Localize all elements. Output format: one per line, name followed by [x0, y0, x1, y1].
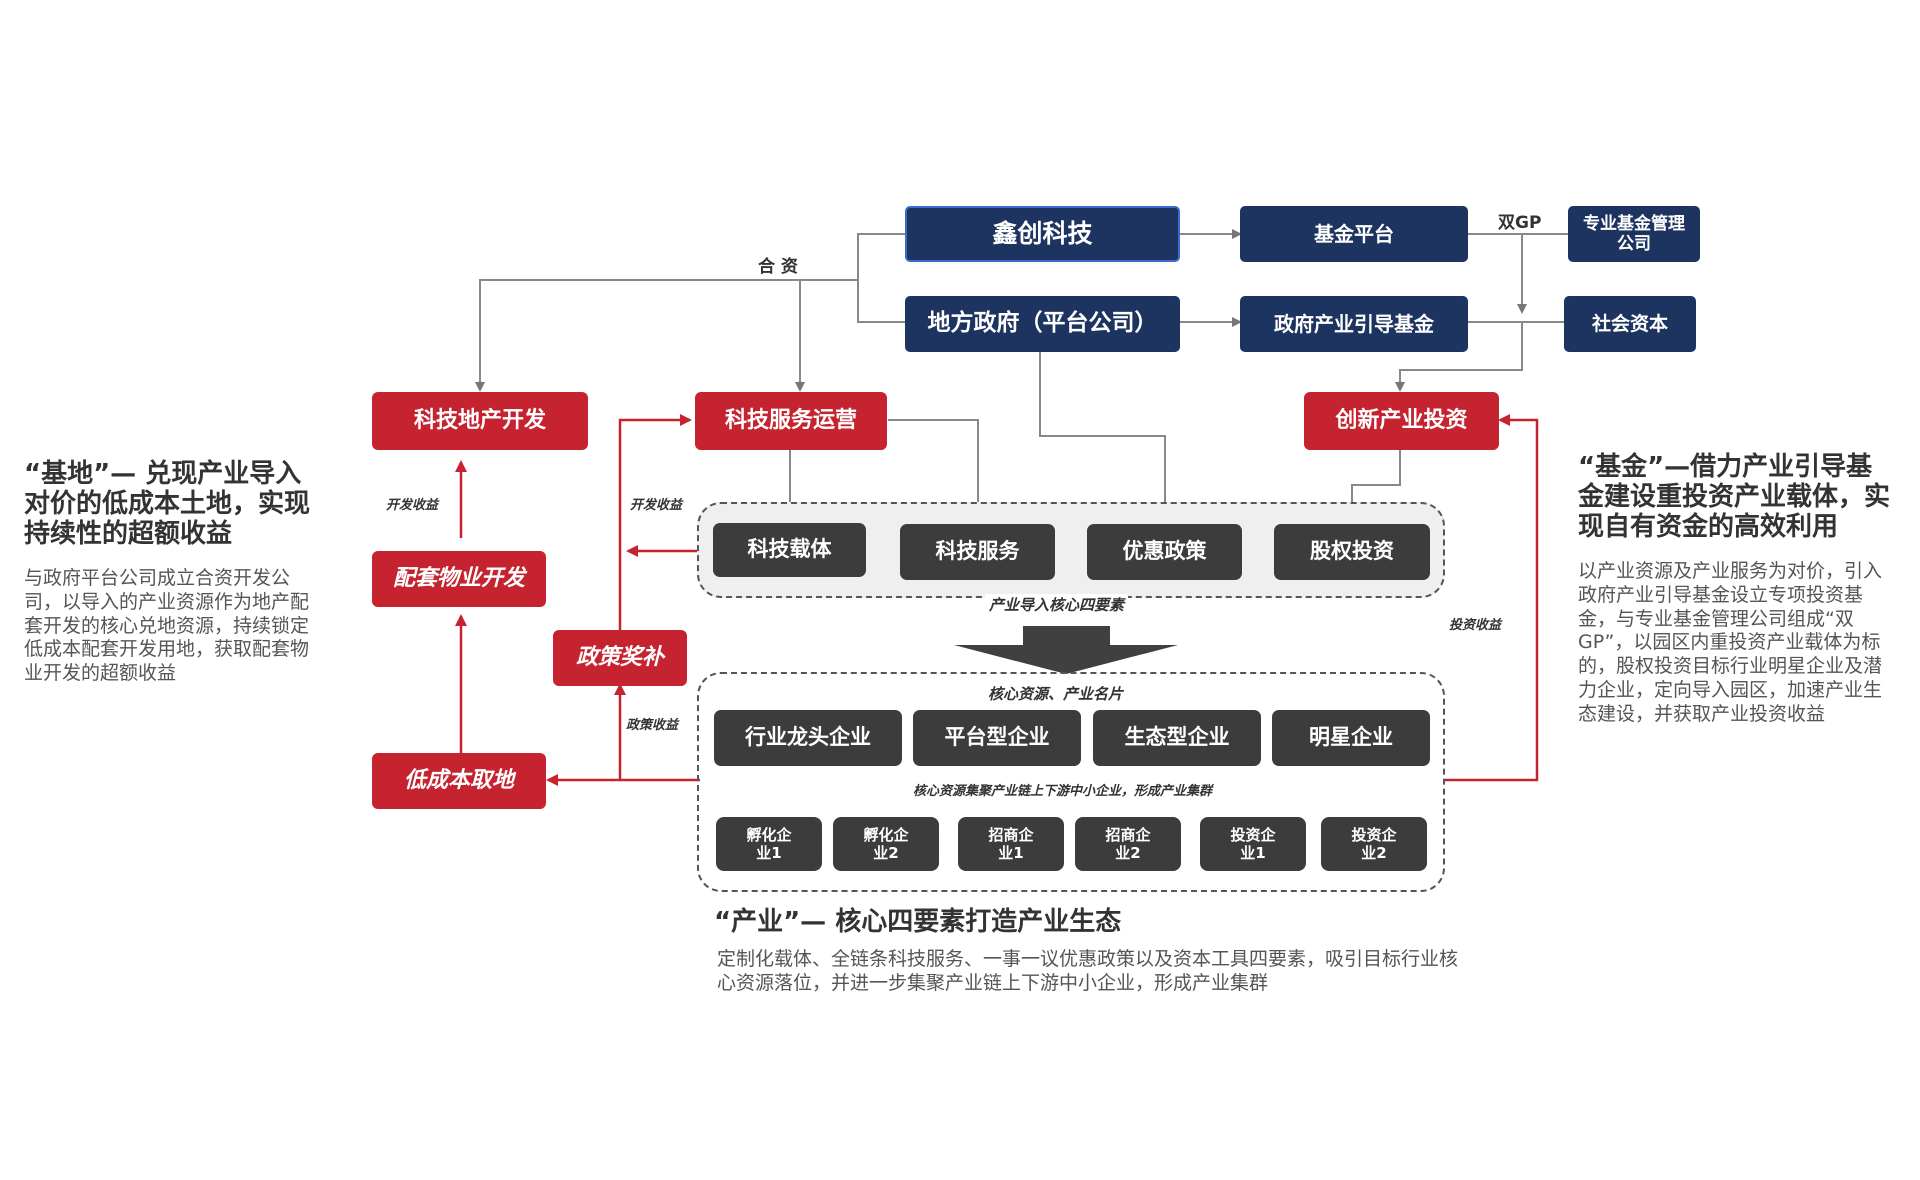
- right-panel-text: 以产业资源及产业服务为对价，引入政府产业引导基金设立专项投资基金，与专业基金管理…: [1578, 560, 1883, 725]
- innovation-invest-node: 创新产业投资: [1304, 392, 1499, 450]
- small-firm-attract-1: 招商企业1: [958, 817, 1064, 871]
- cluster-label: 核心资源集聚产业链上下游中小企业，形成产业集群: [913, 784, 1213, 799]
- small-firm-incubate-1: 孵化企业1: [716, 817, 822, 871]
- fund-platform-node: 基金平台: [1240, 206, 1468, 262]
- right-panel-title: “基金”—借力产业引导基金建设重投资产业载体，实现自有资金的高效利用: [1578, 452, 1891, 542]
- tech-service-ops-node: 科技服务运营: [695, 392, 887, 450]
- invest-income-label: 投资收益: [1449, 618, 1502, 633]
- element-tech-carrier: 科技载体: [713, 523, 866, 577]
- local-gov-node: 地方政府（平台公司）: [905, 296, 1180, 352]
- core-star-firm: 明星企业: [1272, 710, 1430, 766]
- policy-subsidy-node: 政策奖补: [553, 630, 687, 686]
- bottom-panel-text: 定制化载体、全链条科技服务、一事一议优惠政策以及资本工具四要素，吸引目标行业核心…: [717, 948, 1459, 994]
- small-firm-incubate-2: 孵化企业2: [833, 817, 939, 871]
- gov-fund-node: 政府产业引导基金: [1240, 296, 1468, 352]
- industry-cluster-group: [697, 672, 1445, 892]
- left-panel-title: “基地”— 兑现产业导入对价的低成本土地，实现持续性的超额收益: [24, 459, 311, 549]
- small-firm-attract-2: 招商企业2: [1075, 817, 1181, 871]
- pro-fund-node: 专业基金管理公司: [1568, 206, 1700, 262]
- core-platform-firm: 平台型企业: [913, 710, 1081, 766]
- low-cost-land-node: 低成本取地: [372, 753, 546, 809]
- social-capital-node: 社会资本: [1564, 296, 1696, 352]
- dev-income-label-left: 开发收益: [386, 498, 439, 513]
- dual-gp-label: 双GP: [1498, 213, 1542, 233]
- core-industry-leader: 行业龙头企业: [714, 710, 902, 766]
- tech-realestate-node: 科技地产开发: [372, 392, 588, 450]
- dev-income-label-mid: 开发收益: [630, 498, 683, 513]
- joint-venture-label: 合 资: [758, 257, 798, 277]
- big-down-arrow: [954, 626, 1178, 674]
- element-tech-service: 科技服务: [900, 524, 1055, 580]
- core-resources-label: 核心资源、产业名片: [988, 685, 1124, 703]
- supporting-property-node: 配套物业开发: [372, 551, 546, 607]
- four-elements-label: 产业导入核心四要素: [985, 594, 1129, 615]
- small-firm-invest-1: 投资企业1: [1200, 817, 1306, 871]
- element-equity: 股权投资: [1274, 524, 1430, 580]
- core-ecosystem-firm: 生态型企业: [1093, 710, 1261, 766]
- policy-income-label: 政策收益: [626, 718, 679, 733]
- xinchuang-node: 鑫创科技: [905, 206, 1180, 262]
- bottom-panel-title: “产业”— 核心四要素打造产业生态: [714, 907, 1122, 937]
- small-firm-invest-2: 投资企业2: [1321, 817, 1427, 871]
- left-panel-text: 与政府平台公司成立合资开发公司，以导入的产业资源作为地产配套开发的核心兑地资源，…: [24, 567, 310, 684]
- element-policy: 优惠政策: [1087, 524, 1242, 580]
